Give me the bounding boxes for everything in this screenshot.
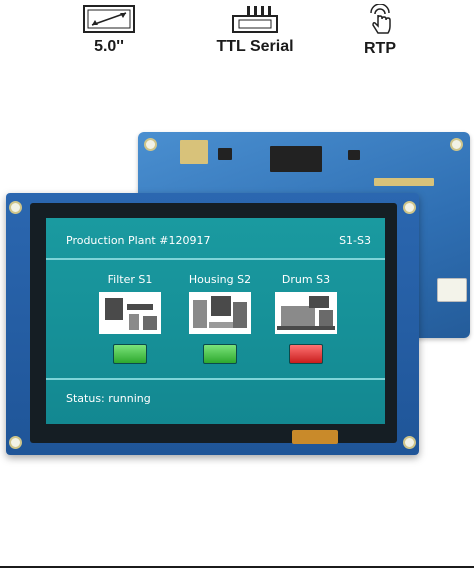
ttl-connector [437, 278, 467, 302]
unit-label: Housing S2 [188, 273, 252, 286]
mounting-hole [403, 201, 416, 214]
screen-title: Production Plant #120917 [66, 234, 211, 247]
fpc-connector [374, 178, 434, 186]
status-text: Status: running [66, 392, 151, 405]
unit-status-lamp[interactable] [203, 344, 237, 364]
screen-range: S1-S3 [339, 234, 371, 247]
spec-touch: RTP [350, 4, 410, 58]
spec-size-label: 5.0'' [94, 38, 124, 55]
bottom-border [0, 566, 474, 568]
sd-slot [180, 140, 208, 164]
spec-touch-label: RTP [364, 40, 396, 57]
footer-divider [46, 378, 385, 380]
hmi-screen: Production Plant #120917 S1-S3 Filter S1… [46, 218, 385, 424]
unit-label: Drum S3 [281, 273, 331, 286]
unit-housing: Housing S2 [182, 273, 258, 364]
unit-status-lamp[interactable] [113, 344, 147, 364]
small-chip [218, 148, 232, 160]
mounting-hole [403, 436, 416, 449]
unit-label: Filter S1 [107, 273, 153, 286]
unit-status-lamp[interactable] [289, 344, 323, 364]
housing-machine-image [189, 292, 251, 334]
touch-fpc-tail [292, 430, 338, 444]
spec-interface: TTL Serial [200, 4, 310, 56]
unit-filter: Filter S1 [92, 273, 168, 364]
screen-size-icon [83, 5, 135, 33]
drum-machine-image [275, 292, 337, 334]
spec-interface-label: TTL Serial [216, 38, 294, 55]
mounting-hole [450, 138, 463, 151]
mounting-hole [9, 201, 22, 214]
connector-icon [232, 6, 278, 33]
mounting-hole [9, 436, 22, 449]
controller-chip [270, 146, 322, 172]
spec-screen-size: 5.0'' [72, 4, 146, 56]
header-divider [46, 258, 385, 260]
mounting-hole [144, 138, 157, 151]
filter-machine-image [99, 292, 161, 334]
small-chip [348, 150, 360, 160]
touch-icon [370, 4, 391, 34]
unit-drum: Drum S3 [268, 273, 344, 364]
